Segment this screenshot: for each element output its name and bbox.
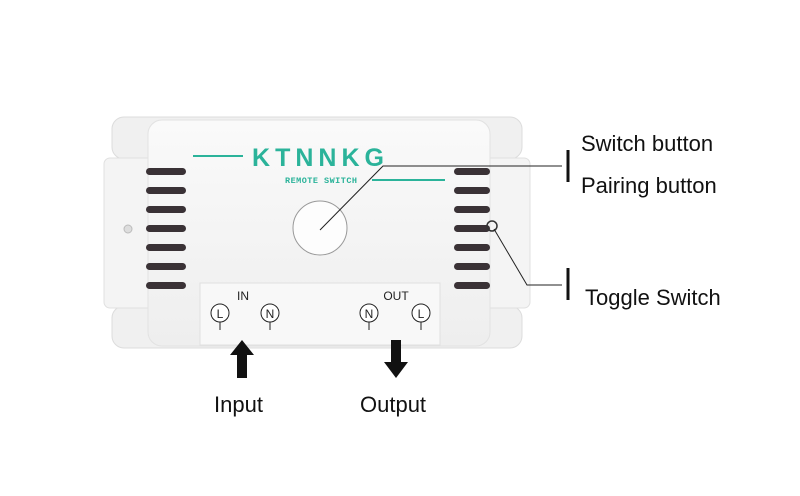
label-input: Input <box>214 392 263 417</box>
svg-text:L: L <box>217 307 224 321</box>
terminal-panel: IN OUT L N N L <box>199 282 441 346</box>
input-arrow-icon <box>230 340 254 378</box>
svg-text:N: N <box>365 307 374 321</box>
svg-text:N: N <box>266 307 275 321</box>
mount-hole <box>123 224 133 234</box>
label-pairing-button: Pairing button <box>581 173 717 198</box>
device-subtitle: REMOTE SWITCH <box>285 176 357 186</box>
terminal-in-l: L <box>210 303 230 330</box>
in-label: IN <box>237 289 249 303</box>
callout-line-toggle <box>493 228 562 286</box>
label-switch-button: Switch button <box>581 131 713 156</box>
label-toggle-switch: Toggle Switch <box>585 285 721 310</box>
terminal-out-n: N <box>359 303 379 330</box>
callout-line-button <box>319 165 562 231</box>
vent-slots-left <box>146 168 186 289</box>
vent-slots-right <box>454 168 490 289</box>
terminal-out-l: L <box>411 303 431 330</box>
out-label: OUT <box>383 289 409 303</box>
svg-text:L: L <box>418 307 425 321</box>
label-output: Output <box>360 392 426 417</box>
output-arrow-icon <box>384 340 408 378</box>
switch-button[interactable] <box>292 200 348 256</box>
terminal-in-n: N <box>260 303 280 330</box>
toggle-switch[interactable] <box>486 220 498 232</box>
